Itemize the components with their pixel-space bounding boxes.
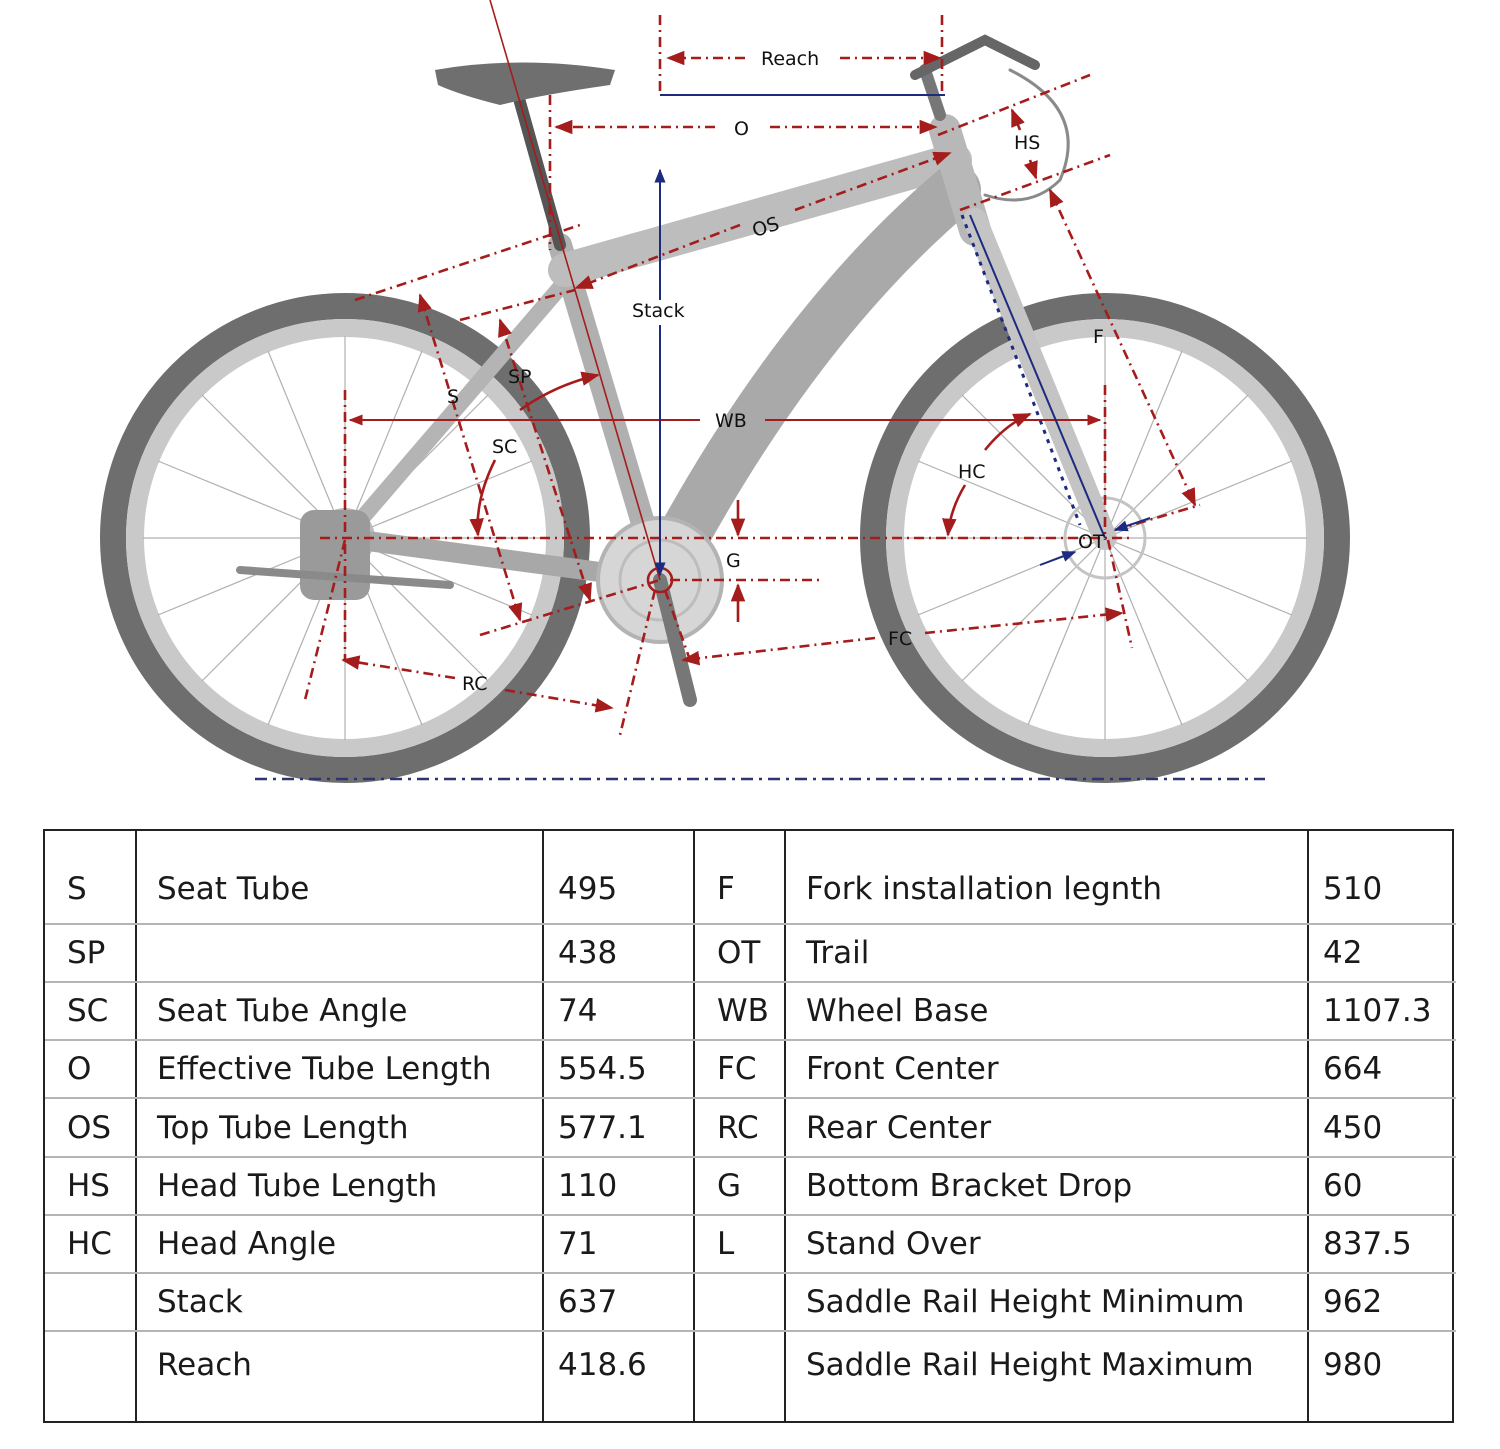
label-rc: RC <box>462 673 488 695</box>
code-cell: G <box>694 1156 786 1216</box>
code-cell: OT <box>694 924 786 984</box>
code-cell: O <box>45 1040 137 1100</box>
value-cell: 637 <box>543 1272 695 1332</box>
value-cell: 664 <box>1308 1040 1456 1100</box>
table-row: Stack 637 Saddle Rail Height Minimum 962 <box>45 1272 1456 1332</box>
table-row: SC Seat Tube Angle 74 WB Wheel Base 1107… <box>45 982 1456 1042</box>
name-cell: Saddle Rail Height Maximum <box>785 1330 1309 1421</box>
name-cell: Stack <box>136 1272 544 1332</box>
label-reach: Reach <box>761 48 819 70</box>
bike-illustration: Reach O HS OS Stack SP S WB SC F HC G OT… <box>100 0 1350 783</box>
name-cell: Head Angle <box>136 1214 544 1274</box>
code-cell <box>45 1272 137 1332</box>
code-cell: RC <box>694 1098 786 1158</box>
code-cell: L <box>694 1214 786 1274</box>
label-wb: WB <box>715 410 747 432</box>
name-cell: Trail <box>785 924 1309 984</box>
value-cell: 577.1 <box>543 1098 695 1158</box>
value-cell: 1107.3 <box>1308 982 1456 1042</box>
code-cell: S <box>45 831 137 926</box>
value-cell: 74 <box>543 982 695 1042</box>
value-cell: 450 <box>1308 1098 1456 1158</box>
label-o: O <box>734 118 749 140</box>
name-cell: Head Tube Length <box>136 1156 544 1216</box>
code-cell: WB <box>694 982 786 1042</box>
name-cell: Rear Center <box>785 1098 1309 1158</box>
code-cell <box>694 1272 786 1332</box>
name-cell <box>136 924 544 984</box>
table-row: HS Head Tube Length 110 G Bottom Bracket… <box>45 1156 1456 1216</box>
label-s: S <box>447 386 459 408</box>
stack-reach-lines <box>654 94 1151 577</box>
name-cell: Seat Tube Angle <box>136 982 544 1042</box>
name-cell: Stand Over <box>785 1214 1309 1274</box>
value-cell: 71 <box>543 1214 695 1274</box>
label-hs: HS <box>1014 132 1040 154</box>
table-row: HC Head Angle 71 L Stand Over 837.5 <box>45 1214 1456 1274</box>
name-cell: Fork installation legnth <box>785 831 1309 926</box>
table-row: SP 438 OT Trail 42 <box>45 924 1456 984</box>
value-cell: 60 <box>1308 1156 1456 1216</box>
table-row: OS Top Tube Length 577.1 RC Rear Center … <box>45 1098 1456 1158</box>
name-cell: Reach <box>136 1330 544 1421</box>
code-cell <box>45 1330 137 1421</box>
value-cell: 837.5 <box>1308 1214 1456 1274</box>
value-cell: 42 <box>1308 924 1456 984</box>
code-cell: HC <box>45 1214 137 1274</box>
dimension-labels: Reach O HS OS Stack SP S WB SC F HC G OT… <box>447 48 1105 695</box>
label-fc: FC <box>888 628 912 650</box>
value-cell: 495 <box>543 831 695 926</box>
code-cell: OS <box>45 1098 137 1158</box>
value-cell: 110 <box>543 1156 695 1216</box>
code-cell <box>694 1330 786 1421</box>
code-cell: HS <box>45 1156 137 1216</box>
label-sc: SC <box>492 436 517 458</box>
value-cell: 510 <box>1308 831 1456 926</box>
value-cell: 554.5 <box>543 1040 695 1100</box>
name-cell: Bottom Bracket Drop <box>785 1156 1309 1216</box>
label-sp: SP <box>508 366 532 388</box>
table-row: Reach 418.6 Saddle Rail Height Maximum 9… <box>45 1330 1456 1421</box>
label-hc: HC <box>958 461 986 483</box>
name-cell: Top Tube Length <box>136 1098 544 1158</box>
label-stack: Stack <box>632 300 685 322</box>
name-cell: Saddle Rail Height Minimum <box>785 1272 1309 1332</box>
code-cell: F <box>694 831 786 926</box>
value-cell: 980 <box>1323 1347 1383 1384</box>
table-row: O Effective Tube Length 554.5 FC Front C… <box>45 1040 1456 1100</box>
geometry-spec-table: S Seat Tube 495 F Fork installation legn… <box>43 829 1456 1423</box>
label-f: F <box>1093 326 1104 348</box>
value-cell: 962 <box>1308 1272 1456 1332</box>
label-ot: OT <box>1078 531 1105 553</box>
value-cell: 418.6 <box>543 1330 695 1421</box>
code-cell: FC <box>694 1040 786 1100</box>
label-g: G <box>726 550 741 572</box>
dimension-lines <box>303 0 1201 736</box>
name-cell: Wheel Base <box>785 982 1309 1042</box>
name-cell: Effective Tube Length <box>136 1040 544 1100</box>
code-cell: SP <box>45 924 137 984</box>
bike-geometry-diagram: Reach O HS OS Stack SP S WB SC F HC G OT… <box>100 0 1350 783</box>
value-cell: 438 <box>543 924 695 984</box>
table-row: S Seat Tube 495 F Fork installation legn… <box>45 831 1456 926</box>
code-cell: SC <box>45 982 137 1042</box>
name-cell: Seat Tube <box>136 831 544 926</box>
name-cell: Front Center <box>785 1040 1309 1100</box>
